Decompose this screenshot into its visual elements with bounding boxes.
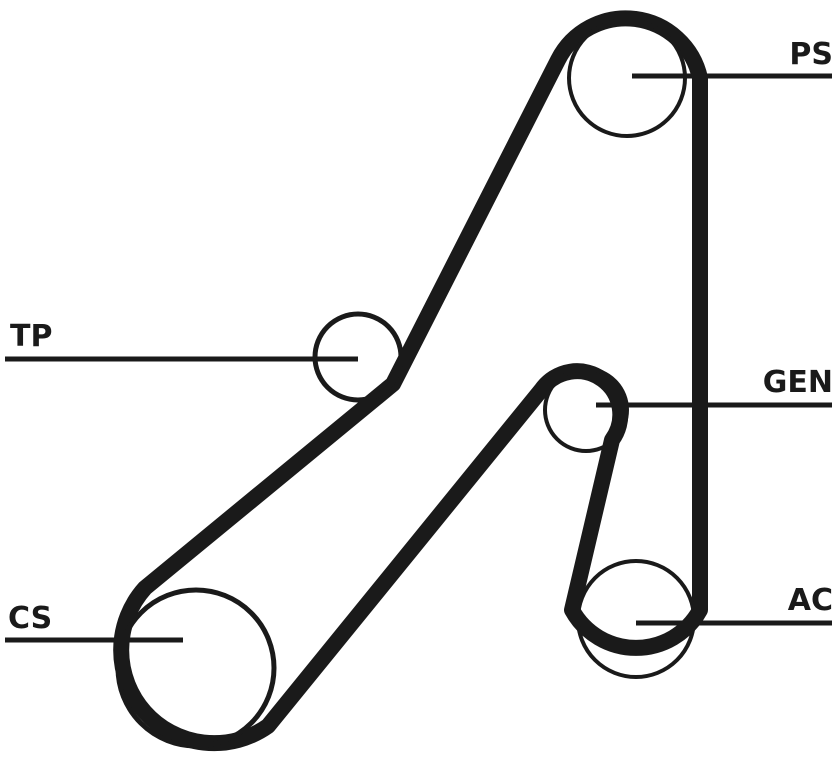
cs-pulley <box>115 587 277 749</box>
drive-belt <box>113 10 708 752</box>
gen-pulley <box>543 367 629 453</box>
tp-label: TP <box>10 319 52 354</box>
ac-pulley <box>576 559 696 679</box>
ac-label: AC <box>788 583 833 618</box>
cs-label: CS <box>8 601 52 636</box>
gen-label: GEN <box>763 365 833 400</box>
ps-label: PS <box>789 37 833 72</box>
